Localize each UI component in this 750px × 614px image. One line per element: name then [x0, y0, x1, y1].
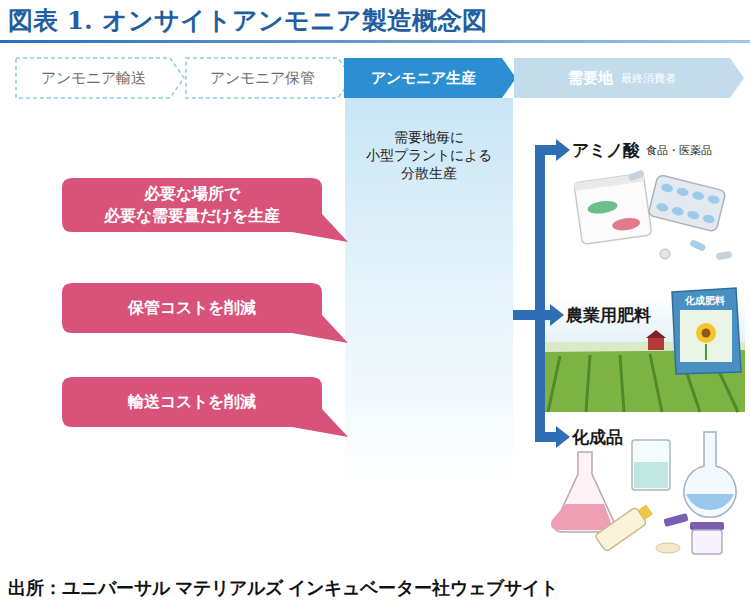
flower-stem [705, 344, 707, 360]
callout-shape [62, 178, 348, 242]
node-label: アンモニア保管 [210, 69, 315, 88]
node-label: アンモニア生産 [371, 69, 476, 88]
tablet [660, 249, 670, 259]
node-label: 農業用肥料 [566, 304, 651, 327]
supplement-bag [574, 173, 652, 244]
barn [648, 338, 664, 350]
bag-panel [680, 310, 732, 362]
product-category: アミノ酸食品・医薬品 [572, 133, 742, 167]
chevron-shape [186, 58, 352, 98]
node-text-row: アミノ酸食品・医薬品 [572, 133, 742, 167]
node-label: 必要な場所で 必要な需要量だけを生産 [77, 183, 307, 228]
round-flask-liquid [686, 494, 734, 510]
blister-sheet [648, 174, 726, 232]
jar-lid [663, 513, 688, 527]
chevron-shape [16, 58, 184, 98]
tube-body [595, 507, 647, 552]
callout-shape [62, 283, 348, 343]
cream-tube [595, 501, 656, 552]
jar-lid [690, 522, 724, 530]
step-chevron: アンモニア保管 [186, 58, 352, 98]
node-text-row: 化成品 [572, 420, 682, 454]
flask-liquid [551, 504, 611, 530]
arrow-head [550, 304, 564, 326]
flow-arrow [513, 315, 570, 448]
pill [671, 206, 685, 217]
node-sublabel: 食品・医薬品 [646, 143, 712, 158]
callout-shape [62, 377, 348, 437]
bag-mark [587, 199, 618, 215]
round-flask [684, 432, 736, 517]
node-text-row: アンモニア輸送 [16, 58, 184, 98]
arrow-head [556, 426, 570, 448]
pill [655, 202, 669, 213]
step-chevron: アンモニア輸送 [16, 58, 184, 98]
node-label: アミノ酸 [572, 139, 640, 162]
pill [686, 210, 700, 221]
figure-title: 図表 1. オンサイトアンモニア製造概念図 [8, 4, 487, 37]
pill [707, 194, 721, 205]
capsule [716, 251, 733, 261]
arrow-head [556, 139, 570, 161]
production-band: 需要地毎に 小型プラントによる 分散生産 [345, 98, 513, 488]
benefit-callout: 必要な場所で 必要な需要量だけを生産 [62, 178, 348, 242]
bag-mark [611, 216, 640, 232]
pill [660, 183, 674, 194]
pill [676, 187, 690, 198]
barn-roof [646, 330, 666, 338]
source-caption: 出所：ユニバーサル マテリアルズ インキュベーター社ウェブサイト [8, 576, 558, 600]
node-label: アンモニア輸送 [41, 69, 146, 88]
capsule [627, 169, 644, 181]
product-category: 化成品 [572, 420, 682, 454]
benefit-callout: 保管コストを削減 [62, 283, 348, 343]
node-text-row: アンモニア生産 [344, 58, 516, 98]
node-text-row: アンモニア保管 [186, 58, 352, 98]
node-label: 保管コストを削減 [77, 297, 307, 319]
fertilizer-bag [672, 288, 741, 374]
node-label: 化成品 [572, 426, 623, 449]
benefit-callout: 輸送コストを削減 [62, 377, 348, 437]
node-label: 需要地 [568, 69, 613, 88]
arrow-line [513, 310, 552, 320]
jar [692, 530, 722, 554]
blister-pack [648, 174, 726, 232]
node-text-row: 保管コストを削減 [62, 283, 348, 333]
node-text-row: 需要地毎に 小型プラントによる 分散生産 [345, 98, 513, 488]
chevron-shape [344, 58, 516, 98]
beaker-liquid [634, 462, 668, 488]
arrow-line [513, 315, 558, 437]
sunflower-center [702, 329, 711, 338]
step-chevron: アンモニア生産 [344, 58, 516, 98]
node-label: 輸送コストを削減 [77, 391, 307, 413]
node-text-row: 輸送コストを削減 [62, 377, 348, 427]
arrow-line [513, 150, 558, 315]
chevron-shape [514, 58, 744, 98]
tube-cap [638, 504, 653, 520]
beaker [632, 440, 670, 490]
node-label: 需要地毎に 小型プラントによる 分散生産 [354, 128, 504, 183]
pill [691, 190, 705, 201]
cream-dab [656, 543, 680, 553]
sunflower [696, 323, 716, 343]
flow-arrow [513, 139, 570, 315]
node-text-row: 必要な場所で 必要な需要量だけを生産 [62, 178, 348, 232]
bag-label: 化成肥料 [674, 294, 736, 308]
pill [702, 214, 716, 225]
step-chevron: 需要地最終消費者 [514, 58, 744, 98]
node-text-row: 需要地最終消費者 [514, 58, 744, 98]
node-sublabel: 最終消費者 [621, 71, 676, 86]
node-text-row: 農業用肥料 [566, 298, 676, 332]
capsule [689, 239, 706, 252]
product-category: 農業用肥料 [566, 298, 676, 332]
bag-body [574, 173, 652, 244]
title-rule [0, 40, 750, 43]
flow-arrow [513, 304, 564, 326]
